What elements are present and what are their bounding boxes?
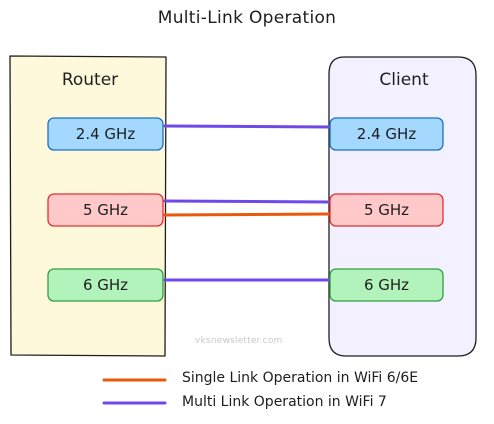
diagram-title: Multi-Link Operation [157,8,337,28]
legend-slo-label: Single Link Operation in WiFi 6/6E [182,370,419,386]
router-label: Router [61,70,119,90]
router-band-5ghz-label: 5 GHz [82,201,129,219]
client-band-6ghz-box [329,268,444,302]
client-label: Client [379,70,429,90]
client-band-5ghz-box [329,193,444,227]
mlo-link-5ghz [163,199,332,204]
mlo-link-2-4ghz [163,124,332,129]
router-band-6ghz-label: 6 GHz [82,276,129,294]
watermark: vksnewsletter.com [195,336,283,346]
client-band-6ghz-label: 6 GHz [363,276,410,294]
slo-link-5ghz [163,212,332,217]
client-band-5ghz-label: 5 GHz [363,201,410,219]
router-band-2-4ghz-box [47,117,164,151]
router-band-5ghz-box [47,193,164,227]
client-band-2-4ghz-label: 2.4 GHz [356,125,417,143]
client-band-2-4ghz-box [329,117,444,151]
router-band-2-4ghz-label: 2.4 GHz [75,125,136,143]
router-band-6ghz-box [47,268,164,302]
legend-mlo-label: Multi Link Operation in WiFi 7 [182,394,387,410]
